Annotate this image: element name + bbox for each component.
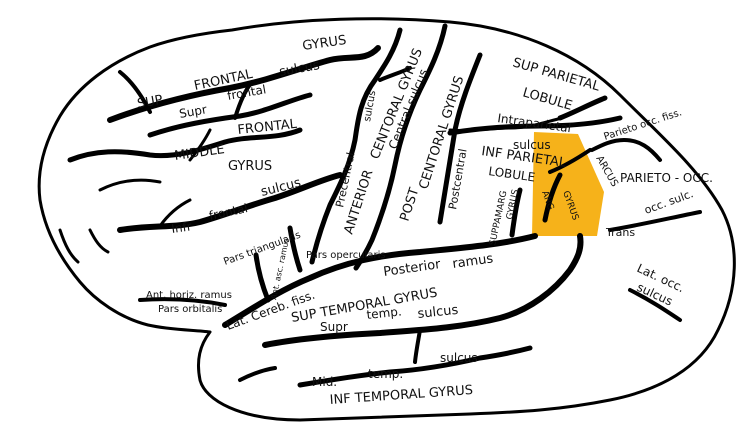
label-frontal-4: frontal — [208, 201, 249, 223]
label-pars-orbitalis: Pars orbitalis — [158, 304, 222, 315]
label-inf-temporal-gyrus: INF TEMPORAL GYRUS — [329, 383, 473, 408]
label-parieto-occ: PARIETO - OCC. — [620, 171, 713, 185]
angular-gyrus-highlight — [532, 132, 604, 236]
label-temp-2: temp. — [368, 367, 403, 381]
label-middle: MIDDLE — [173, 142, 225, 164]
label-sulcus-vert: sulcus — [362, 90, 378, 123]
label-lobule-2: LOBULE — [488, 164, 536, 184]
label-temp-1: temp. — [366, 304, 402, 322]
label-sup: SUP — [136, 93, 164, 112]
temporal-sulci — [138, 225, 682, 388]
parietal-sulci — [447, 95, 702, 238]
label-parieto-occ-fiss: Parieto occ. fiss. — [603, 107, 684, 143]
label-frontal-2: frontal — [226, 82, 267, 103]
label-frontal-3: FRONTAL — [237, 117, 299, 138]
label-sulcus-4: sulcus — [417, 303, 459, 322]
label-lobule-1: LOBULE — [521, 85, 574, 113]
label-supr-2: Supr — [320, 320, 348, 334]
label-mid: Mid. — [312, 375, 337, 389]
label-sulcus-6: sulcus — [440, 351, 478, 365]
label-occ-sulc: occ. sulc. — [643, 187, 695, 217]
label-posterior: Posterior — [382, 257, 442, 280]
label-infr: Infr — [170, 219, 192, 236]
label-ramus: ramus — [451, 251, 494, 272]
label-post: POST — [398, 186, 423, 223]
label-intraparietal: Intraparietal — [497, 111, 572, 135]
label-pars-triangularis: Pars triangularis — [222, 230, 302, 268]
frontal-sulci — [58, 45, 381, 264]
label-pars-opercularis: Pars opercularis — [306, 250, 386, 261]
label-supr-1: Supr — [178, 102, 208, 121]
label-sulcus-1: sulcus — [278, 58, 321, 80]
label-sulcus-3: sulcus — [513, 138, 551, 152]
label-trans: Trans — [605, 226, 635, 239]
brain-outline — [37, 17, 736, 422]
label-ant-horiz-ramus: Ant. horiz. ramus — [146, 290, 232, 301]
label-gyrus-mid: GYRUS — [228, 159, 272, 174]
label-gyrus-top: GYRUS — [301, 33, 347, 54]
